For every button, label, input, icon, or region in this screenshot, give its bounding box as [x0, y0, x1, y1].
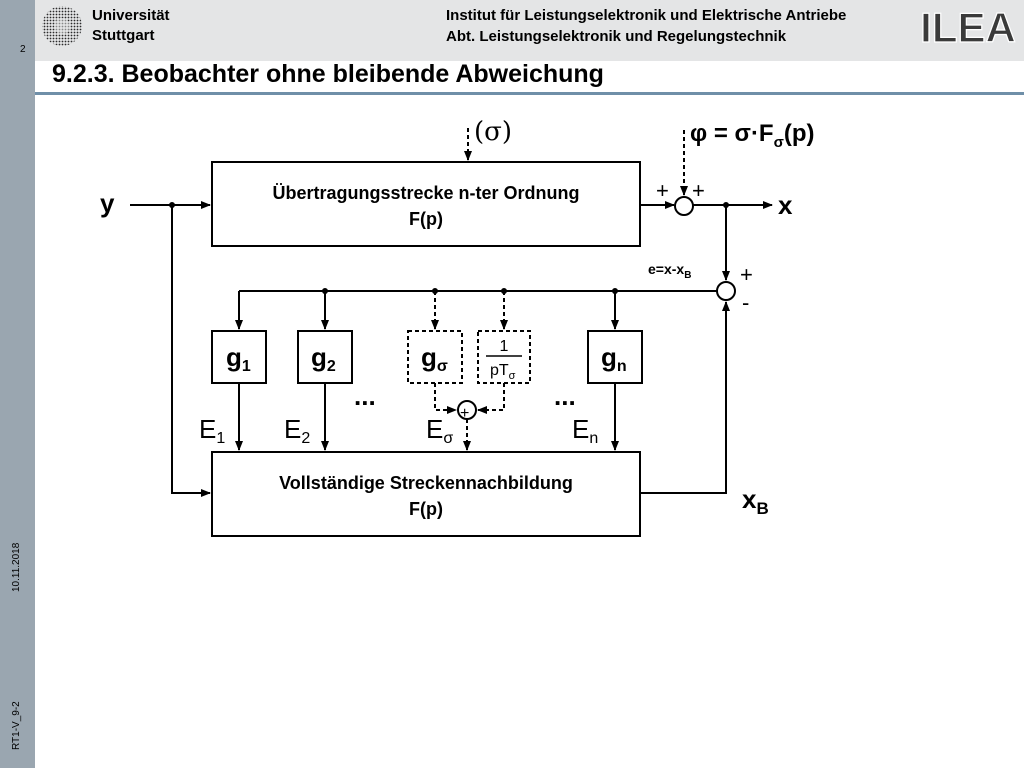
gain-block-n — [587, 330, 643, 384]
ilea-logo: ILEA — [920, 3, 1017, 51]
input-label-e2: E2 — [284, 414, 310, 447]
sum-junction-error — [716, 281, 736, 301]
junction-dot-integrator — [501, 288, 507, 294]
university-name-line1: Universität — [92, 7, 170, 24]
input-branch-line — [171, 205, 211, 497]
junction-dot-input — [169, 202, 175, 208]
gain-label-1: g1 — [226, 342, 251, 375]
integrator-numerator: 1 — [500, 338, 509, 355]
disturbance-label-tail: (p) — [784, 120, 815, 147]
gain-label-sigma: gσ — [421, 342, 448, 375]
error-label: e=x-xB — [648, 261, 691, 281]
junction-dot-gn — [612, 288, 618, 294]
gain-label-2: g2 — [311, 342, 336, 375]
ilea-logo-text: ILEA — [920, 4, 1016, 51]
output-label-x: x — [778, 190, 793, 220]
sidebar — [0, 0, 35, 768]
gain-label-1-sub: 1 — [242, 358, 251, 375]
page-number: 2 — [20, 44, 26, 55]
observer-output-sub: B — [756, 499, 768, 518]
gain-label-n-main: g — [601, 342, 617, 372]
input-label-esigma: Eσ — [426, 414, 453, 447]
plant-block-title: Übertragungsstrecke n-ter Ordnung — [272, 183, 579, 203]
input-label-en-sub: n — [589, 430, 598, 447]
error-label-main: e=x-x — [648, 261, 684, 277]
integrator-to-sum — [477, 383, 505, 414]
gain-label-n-sub: n — [617, 358, 627, 375]
input-label-esigma-main: E — [426, 414, 443, 444]
gain-label-sigma-sub: σ — [437, 358, 448, 375]
sum-junction-output — [674, 196, 694, 216]
input-label-esigma-sub: σ — [443, 430, 453, 447]
ellipsis-left: ... — [354, 381, 376, 411]
slide-title: 9.2.3. Beobachter ohne bleibende Abweich… — [52, 60, 604, 88]
gain-label-1-main: g — [226, 342, 242, 372]
sum3-plus: + — [460, 405, 469, 422]
junction-dot-output — [723, 202, 729, 208]
sum1-plus-top: + — [692, 178, 705, 203]
sum1-plus-left: + — [656, 178, 669, 203]
title-bar — [35, 61, 1024, 92]
junction-dot-gsigma — [432, 288, 438, 294]
gain-block-1 — [211, 330, 267, 384]
disturbance-label: φ = σ·Fσ(p) — [690, 120, 815, 151]
university-name-line2: Stuttgart — [92, 27, 155, 44]
input-label-y: y — [100, 188, 115, 218]
xb-feedback-line — [640, 301, 730, 494]
junction-dot-g2 — [322, 288, 328, 294]
sum2-plus: + — [740, 262, 753, 287]
model-block-tf: F(p) — [409, 499, 443, 519]
plant-block-tf: F(p) — [409, 209, 443, 229]
integrator-den-main: pT — [490, 362, 509, 379]
sigma-input-label: (σ) — [474, 117, 512, 147]
model-block — [211, 451, 641, 537]
gsigma-to-sum — [434, 383, 457, 414]
gain-label-n: gn — [601, 342, 627, 375]
gain-label-2-main: g — [311, 342, 327, 372]
integrator-denominator: pTσ — [490, 362, 516, 382]
input-label-e1-main: E — [199, 414, 216, 444]
disturbance-label-main: φ = σ·F — [690, 120, 774, 147]
integrator-den-sub: σ — [509, 370, 516, 382]
observer-output-main: x — [742, 484, 757, 514]
institute-name-line2: Abt. Leistungselektronik und Regelungste… — [446, 28, 787, 45]
input-label-e1: E1 — [199, 414, 225, 447]
gain-label-sigma-main: g — [421, 342, 437, 372]
gain-block-sigma — [407, 330, 463, 384]
gain-label-2-sub: 2 — [327, 358, 336, 375]
university-logo-icon — [42, 6, 82, 46]
input-label-en: En — [572, 414, 598, 447]
input-label-en-main: E — [572, 414, 589, 444]
input-label-e2-main: E — [284, 414, 301, 444]
input-label-e1-sub: 1 — [216, 430, 225, 447]
ellipsis-right: ... — [554, 381, 576, 411]
title-divider — [35, 92, 1024, 95]
sum2-minus: - — [742, 290, 749, 315]
header-bar — [35, 0, 1024, 61]
institute-name-line1: Institut für Leistungselektronik und Ele… — [446, 7, 847, 24]
error-label-sub: B — [684, 270, 691, 281]
input-label-e2-sub: 2 — [301, 430, 310, 447]
model-block-title: Vollständige Streckennachbildung — [279, 473, 573, 493]
disturbance-label-sub: σ — [774, 134, 784, 151]
observer-output-label: xB — [742, 484, 769, 518]
plant-block — [211, 161, 641, 247]
gain-block-2 — [297, 330, 353, 384]
